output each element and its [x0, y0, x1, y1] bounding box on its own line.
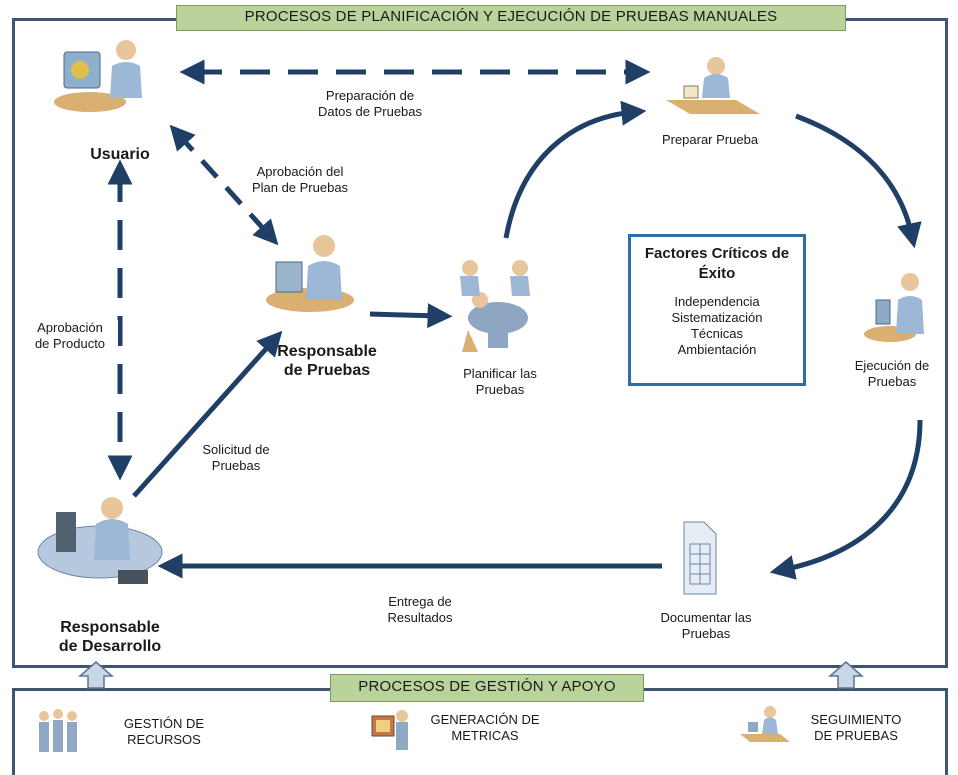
- factor-item: Independencia: [674, 294, 760, 309]
- seguimiento-pruebas-icon: [740, 706, 790, 742]
- edge-aprobacion-producto: Aprobación de Producto: [22, 320, 118, 352]
- arrow-to-planificar: [369, 303, 453, 329]
- support-gestion-recursos: GESTIÓN DE RECURSOS: [123, 716, 205, 747]
- factores-title: Factores Críticos de Éxito: [644, 245, 790, 282]
- support-seguimiento-pruebas: SEGUIMIENTO DE PRUEBAS: [810, 712, 902, 743]
- responsable-desarrollo-icon: [37, 497, 163, 584]
- gestion-recursos-icon: [39, 709, 77, 752]
- responsable-pruebas-icon: [266, 235, 354, 312]
- preparar-icon: [666, 57, 760, 114]
- node-documentar: Documentar las Pruebas: [660, 610, 752, 641]
- arrow-solicitud-pruebas: [132, 330, 283, 498]
- top-title: PROCESOS DE PLANIFICACIÓN Y EJECUCIÓN DE…: [176, 5, 846, 31]
- edge-preparacion-datos: Preparación de Datos de Pruebas: [317, 88, 423, 119]
- support-generacion-metricas: GENERACIÓN DE METRICAS: [430, 712, 540, 743]
- ejecucion-icon: [864, 273, 924, 342]
- factor-item: Sistematización: [671, 310, 763, 325]
- node-usuario: Usuario: [90, 146, 150, 163]
- node-ejecucion: Ejecución de Pruebas: [854, 358, 930, 389]
- generacion-metricas-icon: [371, 710, 408, 750]
- arrow-aprobacion-plan: [169, 124, 279, 246]
- factor-item: Técnicas: [690, 326, 744, 341]
- node-responsable-pruebas: Responsable de Pruebas: [277, 343, 377, 379]
- factor-item: Ambientación: [677, 342, 757, 357]
- bottom-title: PROCESOS DE GESTIÓN Y APOYO: [330, 674, 644, 702]
- support-up-arrow-right: [828, 661, 864, 689]
- arrow-to-preparar: [503, 100, 647, 239]
- edge-entrega-resultados: Entrega de Resultados: [387, 594, 453, 625]
- documentar-icon: [683, 521, 717, 595]
- factores-criticos-box: Factores Críticos de Éxito Independencia…: [628, 234, 806, 386]
- node-responsable-desarrollo: Responsable de Desarrollo: [58, 619, 162, 655]
- edge-solicitud-pruebas: Solicitud de Pruebas: [202, 442, 270, 473]
- support-up-arrow-left: [78, 661, 114, 689]
- node-planificar: Planificar las Pruebas: [463, 366, 537, 397]
- usuario-icon: [54, 40, 142, 112]
- arrow-to-ejecucion: [795, 113, 922, 249]
- edge-aprobacion-plan: Aprobación del Plan de Pruebas: [251, 164, 349, 195]
- node-preparar: Preparar Prueba: [661, 132, 759, 147]
- arrow-to-documentar: [769, 419, 923, 580]
- planificar-icon: [460, 260, 530, 352]
